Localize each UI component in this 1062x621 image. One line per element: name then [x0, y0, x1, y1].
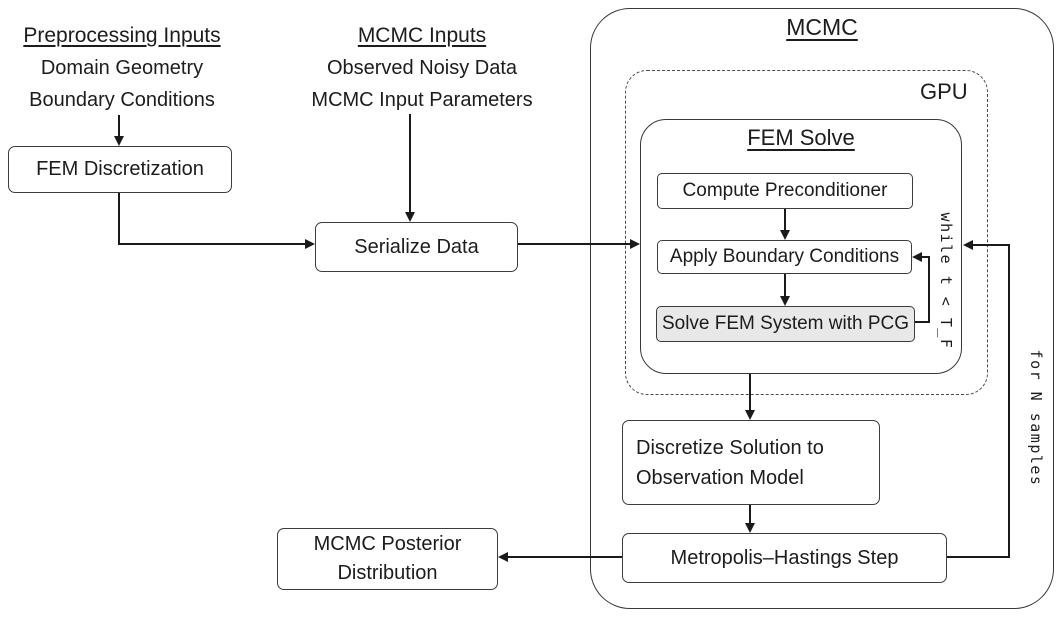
arrow-femsolve-to-discretize-head: [745, 410, 755, 420]
loop-samples-h2-line: [973, 244, 1010, 246]
arrow-metropolis-to-posterior-head: [498, 552, 508, 562]
discretize-solution-line2: Observation Model: [636, 466, 804, 489]
mcmc-input-observed-noisy-data: Observed Noisy Data: [326, 57, 518, 79]
arrow-mcmcinputs-to-serialize-head: [405, 212, 415, 222]
arrow-femdisc-to-serialize-head: [305, 239, 315, 249]
loop-pcg-vline: [928, 256, 930, 323]
arrow-precond-to-applybc-line: [784, 209, 786, 232]
loop-samples-head: [963, 240, 973, 250]
fem-solve-title: FEM Solve: [747, 125, 855, 150]
compute-preconditioner-node: Compute Preconditioner: [657, 173, 913, 209]
arrow-serialize-to-femsolve-head: [630, 239, 640, 249]
loop-pcg-h2-line: [921, 256, 930, 258]
preprocessing-inputs-group: Preprocessing Inputs Domain Geometry Bou…: [0, 20, 244, 116]
apply-boundary-conditions-label: Apply Boundary Conditions: [669, 246, 900, 267]
preprocessing-input-domain-geometry: Domain Geometry: [40, 57, 204, 79]
samples-loop-label: for N samples: [1027, 349, 1045, 487]
mcmc-inputs-group: MCMC Inputs Observed Noisy Data MCMC Inp…: [292, 20, 552, 116]
solve-fem-pcg-label: Solve FEM System with PCG: [661, 313, 910, 334]
arrow-femdisc-to-serialize-vline: [118, 193, 120, 245]
loop-pcg-head: [912, 252, 922, 262]
arrow-metropolis-to-posterior-line: [508, 556, 622, 558]
arrow-femsolve-to-discretize-line: [749, 374, 751, 411]
preprocessing-input-boundary-conditions: Boundary Conditions: [29, 89, 215, 111]
mcmc-container-title: MCMC: [786, 14, 858, 40]
arrow-mcmcinputs-to-serialize-line: [409, 114, 411, 213]
metropolis-hastings-label: Metropolis–Hastings Step: [670, 546, 899, 569]
arrow-preprocessing-to-femdisc-head: [114, 136, 124, 146]
fem-discretization-label: FEM Discretization: [36, 158, 204, 180]
metropolis-hastings-node: Metropolis–Hastings Step: [622, 533, 947, 583]
arrow-discretize-to-metropolis-head: [745, 523, 755, 533]
discretize-solution-node: Discretize Solution to Observation Model: [622, 420, 880, 505]
apply-boundary-conditions-node: Apply Boundary Conditions: [657, 240, 912, 274]
arrow-precond-to-applybc-head: [780, 230, 790, 240]
serialize-data-label: Serialize Data: [354, 235, 479, 258]
solve-fem-pcg-node: Solve FEM System with PCG: [656, 306, 915, 342]
mcmc-input-parameters: MCMC Input Parameters: [311, 89, 533, 111]
while-loop-label: while t < T_F: [937, 212, 955, 350]
arrow-preprocessing-to-femdisc-line: [118, 115, 120, 138]
serialize-data-node: Serialize Data: [315, 222, 518, 272]
arrow-femdisc-to-serialize-hline: [118, 243, 306, 245]
gpu-container: [625, 70, 988, 395]
mcmc-inputs-title: MCMC Inputs: [357, 24, 487, 47]
gpu-label: GPU: [920, 79, 968, 104]
mcmc-posterior-node: MCMC Posterior Distribution: [277, 528, 498, 590]
compute-preconditioner-label: Compute Preconditioner: [682, 180, 888, 201]
preprocessing-inputs-title: Preprocessing Inputs: [23, 24, 221, 47]
mcmc-posterior-line2: Distribution: [337, 562, 438, 584]
mcmc-posterior-line1: MCMC Posterior: [313, 533, 462, 555]
arrow-discretize-to-metropolis-line: [749, 505, 751, 524]
loop-samples-h1-line: [947, 556, 1010, 558]
loop-pcg-h1-line: [915, 321, 930, 323]
discretize-solution-line1: Discretize Solution to: [636, 436, 824, 459]
fem-discretization-node: FEM Discretization: [8, 146, 232, 193]
arrow-serialize-to-femsolve-line: [518, 243, 630, 245]
loop-samples-vline: [1008, 244, 1010, 558]
mcmc-container: [590, 8, 1054, 609]
arrow-applybc-to-pcg-line: [784, 274, 786, 298]
arrow-applybc-to-pcg-head: [780, 296, 790, 306]
fem-solve-container: [640, 119, 962, 374]
